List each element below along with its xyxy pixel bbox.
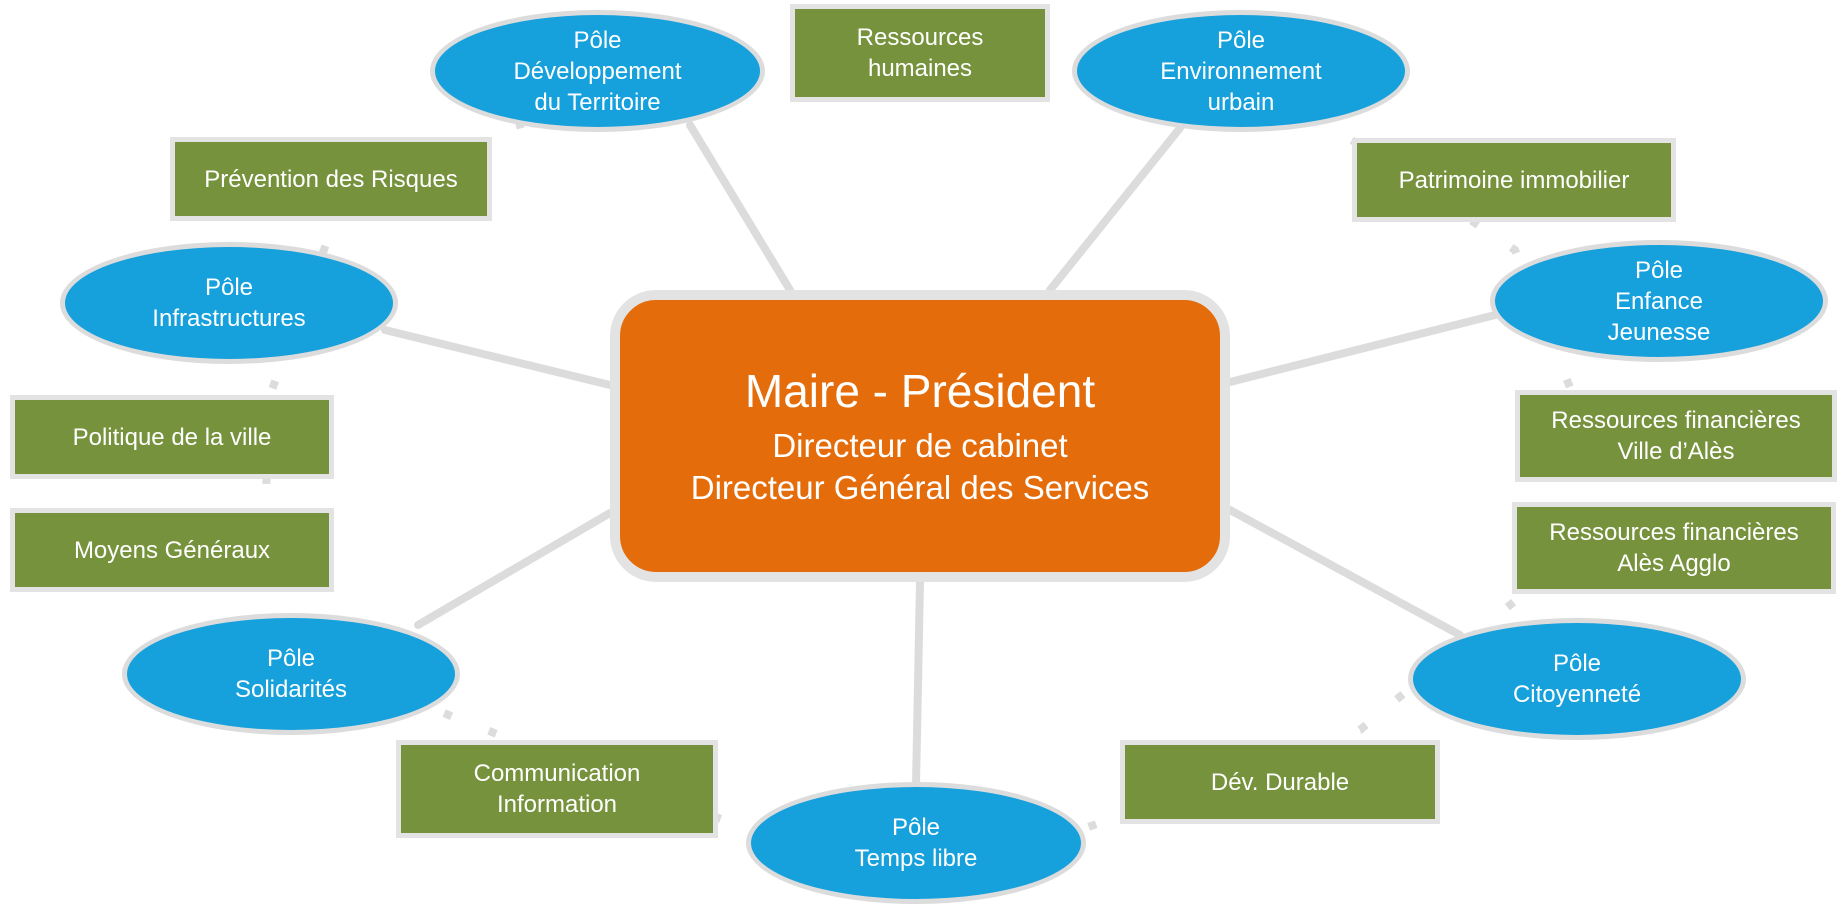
connector-solidarites — [414, 509, 614, 629]
connector-environnement — [1046, 124, 1184, 294]
communication-label: Communication Information — [473, 760, 641, 818]
connector-enfance — [1226, 311, 1499, 386]
pole-enfance-label: Pôle Enfance Jeunesse — [1607, 256, 1711, 346]
service-communication: Communication Information — [396, 740, 718, 838]
pole-citoyennete-label: Pôle Citoyenneté — [1512, 650, 1642, 708]
pole-temps-libre-label: Pôle Temps libre — [854, 814, 978, 872]
pole-developpement-territoire: Pôle Développement du Territoire — [430, 10, 765, 132]
pole-enfance-jeunesse: Pôle Enfance Jeunesse — [1490, 240, 1828, 362]
connector-developpement — [686, 121, 794, 294]
prevention-risques-label: Prévention des Risques — [204, 165, 458, 193]
pole-solidarites: Pôle Solidarités — [122, 613, 460, 735]
service-finances-agglo: Ressources financières Alès Agglo — [1512, 502, 1836, 594]
dev-durable-label: Dév. Durable — [1210, 768, 1350, 796]
center-line-dgs: Directeur Général des Services — [690, 469, 1150, 506]
pole-citoyennete: Pôle Citoyenneté — [1408, 618, 1746, 740]
mayor-president-node: Maire - Président Directeur de cabinet D… — [610, 290, 1230, 582]
service-finances-ville: Ressources financières Ville d’Alès — [1515, 390, 1837, 482]
service-moyens-generaux: Moyens Généraux — [10, 508, 334, 592]
connector-citoyennete — [1226, 506, 1464, 639]
pole-environnement-urbain: Pôle Environnement urbain — [1072, 10, 1410, 132]
service-prevention-risques: Prévention des Risques — [170, 137, 492, 221]
politique-ville-label: Politique de la ville — [72, 423, 272, 451]
service-dev-durable: Dév. Durable — [1120, 740, 1440, 824]
pole-developpement-label: Pôle Développement du Territoire — [513, 26, 682, 116]
pole-solidarites-label: Pôle Solidarités — [234, 645, 348, 703]
service-patrimoine-immobilier: Patrimoine immobilier — [1352, 138, 1676, 222]
center-title: Maire - Président — [744, 365, 1096, 417]
pole-infrastructures: Pôle Infrastructures — [60, 242, 398, 364]
ressources-humaines-label: Ressources humaines — [856, 24, 984, 82]
service-ressources-humaines: Ressources humaines — [790, 4, 1050, 102]
pole-infrastructures-label: Pôle Infrastructures — [152, 274, 306, 332]
patrimoine-label: Patrimoine immobilier — [1398, 166, 1630, 194]
service-politique-ville: Politique de la ville — [10, 395, 334, 479]
pole-temps-libre: Pôle Temps libre — [746, 782, 1086, 904]
connector-infrastructures — [381, 326, 614, 389]
finances-ville-label: Ressources financières Ville d’Alès — [1551, 407, 1801, 465]
connector-temps-libre — [912, 578, 924, 789]
finances-agglo-label: Ressources financières Alès Agglo — [1549, 519, 1799, 577]
moyens-generaux-label: Moyens Généraux — [73, 536, 271, 564]
center-line-cabinet: Directeur de cabinet — [772, 427, 1068, 464]
pole-environnement-label: Pôle Environnement urbain — [1160, 26, 1322, 116]
